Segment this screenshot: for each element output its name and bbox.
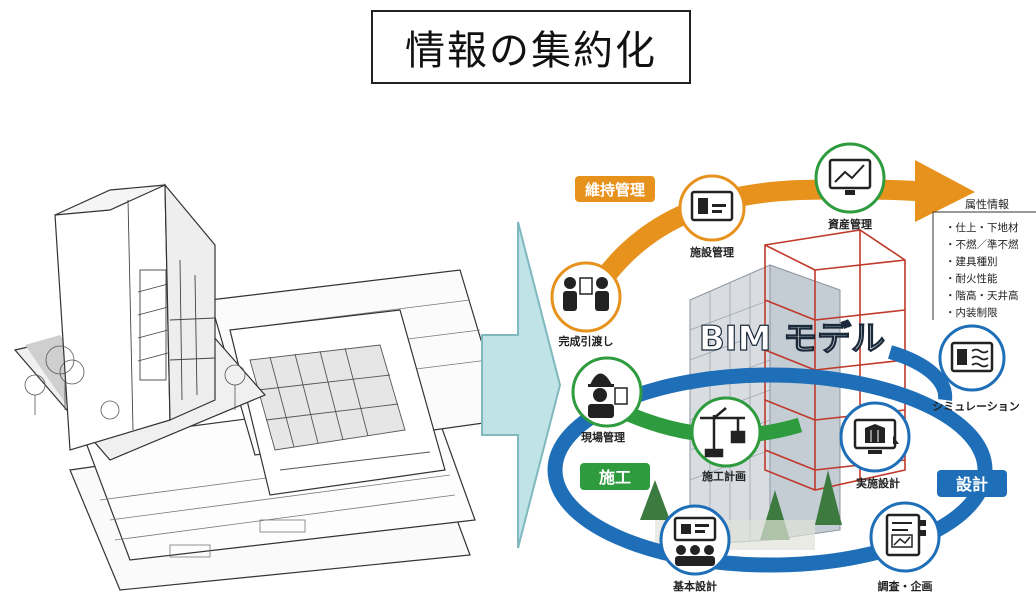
attribute-info-panel: 属性情報 ・仕上・下地材 ・不燃／準不燃 ・建具種別 ・耐火性能 ・階高・天井高… (932, 197, 1036, 320)
attribute-item: ・不燃／準不燃 (945, 238, 1019, 251)
survey-planning-label: 調査・企画 (878, 579, 933, 593)
basic-design-label: 基本設計 (672, 579, 717, 593)
maintenance-tag: 維持管理 (585, 181, 645, 199)
simulation-label: シミュレーション (932, 400, 1020, 413)
maintenance-tag-bg (575, 176, 655, 202)
construction-planning-label: 施工計画 (702, 469, 746, 483)
presentation-meeting-icon (673, 516, 717, 566)
node-site-management: 現場管理 (571, 356, 643, 444)
attribute-item: ・階高・天井高 (945, 289, 1019, 302)
title-box: 情報の集約化 (371, 10, 691, 84)
node-facility-management: 施設管理 (678, 174, 746, 259)
construction-tag: 施工 (599, 468, 631, 487)
document-chart-icon (885, 513, 926, 557)
construction-tag-bg (580, 463, 650, 490)
node-asset-management: 資産管理 (814, 142, 886, 231)
node-construction-planning: 施工計画 (690, 396, 762, 483)
maintenance-arc (581, 179, 931, 306)
handover-label: 完成引渡し (559, 334, 614, 348)
attribute-heading: 属性情報 (965, 197, 1009, 211)
cad-monitor-icon (853, 418, 899, 454)
simulation-monitor-icon (950, 341, 994, 373)
attribute-item: ・建具種別 (945, 255, 998, 268)
node-detailed-design: 実施設計 (839, 401, 911, 490)
facility-monitor-icon (690, 190, 734, 222)
tower-crane-icon (700, 407, 746, 458)
monitor-chart-icon (828, 158, 872, 195)
asset-management-label: 資産管理 (828, 217, 872, 231)
detailed-design-label: 実施設計 (856, 476, 900, 490)
node-survey-planning: 調査・企画 (869, 501, 941, 593)
handover-people-icon (563, 277, 609, 311)
node-handover: 完成引渡し (550, 261, 622, 348)
bim-cycle-diagram: BIM モデル 維持管理 施工 設計 資産管理 (547, 142, 1036, 593)
node-basic-design: 基本設計 (659, 504, 731, 593)
hardhat-worker-icon (588, 373, 628, 418)
transition-arrow (481, 221, 562, 549)
maintenance-arrowhead (915, 160, 975, 222)
attribute-item: ・耐火性能 (945, 272, 998, 285)
node-simulation: シミュレーション (932, 324, 1020, 413)
attribute-item: ・内装制限 (945, 306, 998, 319)
design-tag-bg (937, 470, 1007, 497)
page-title: 情報の集約化 (405, 28, 657, 74)
facility-management-label: 施設管理 (690, 245, 734, 259)
drawing-sketch-illustration (13, 183, 506, 591)
design-tag: 設計 (956, 475, 988, 494)
site-management-label: 現場管理 (581, 430, 625, 444)
bim-model-label: BIM モデル (699, 319, 885, 359)
attribute-item: ・仕上・下地材 (945, 221, 1019, 234)
